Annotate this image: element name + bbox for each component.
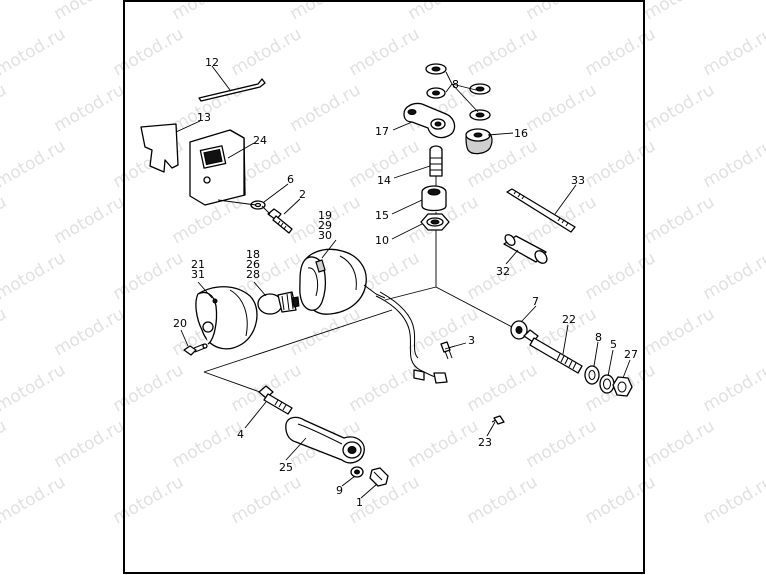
- callout-27: 27: [624, 348, 638, 361]
- watermark-text: motod.ru: [641, 192, 719, 248]
- callout-14: 14: [377, 174, 391, 187]
- callout-25: 25: [279, 461, 293, 474]
- part-bracket-plate: [140, 123, 179, 173]
- watermark-text: motod.ru: [51, 192, 129, 248]
- watermark-text: motod.ru: [0, 248, 69, 304]
- watermark-text: motod.ru: [0, 0, 10, 24]
- watermark-text: motod.ru: [700, 248, 766, 304]
- part-pivot-bolt: [523, 329, 583, 374]
- part-washer-7: [510, 320, 528, 340]
- part-clip: [491, 415, 505, 425]
- callout-9: 9: [336, 484, 343, 497]
- part-hex-nut-27: [612, 376, 633, 397]
- watermark-text: motod.ru: [700, 136, 766, 192]
- callout-8-lower: 8: [595, 331, 602, 344]
- watermark-text: motod.ru: [0, 24, 69, 80]
- part-sleeve-nut: [421, 185, 447, 212]
- part-washer-5: [599, 374, 615, 394]
- callout-24: 24: [253, 134, 267, 147]
- callout-labels: 12 13 24 6 2 19 29 30 18 26 28 21 31 20 …: [173, 56, 638, 509]
- diagram-frame: [123, 0, 645, 574]
- callout-5: 5: [610, 338, 617, 351]
- callout-28: 28: [246, 268, 260, 281]
- callout-7: 7: [532, 295, 539, 308]
- watermark-text: motod.ru: [700, 472, 766, 528]
- callout-leaders: [175, 65, 631, 499]
- part-washer-9: [350, 466, 364, 478]
- part-hex-nut-10: [420, 213, 450, 231]
- part-cap-nut: [465, 128, 493, 155]
- watermark-text: motod.ru: [700, 360, 766, 416]
- part-stud: [429, 145, 443, 177]
- watermark-text: motod.ru: [51, 80, 129, 136]
- part-module: [189, 129, 246, 206]
- callout-21: 21: [191, 258, 205, 271]
- callout-2: 2: [299, 188, 306, 201]
- watermark-text: motod.ru: [0, 416, 10, 472]
- callout-15: 15: [375, 209, 389, 222]
- callout-17: 17: [375, 125, 389, 138]
- callout-1: 1: [356, 496, 363, 509]
- part-cable-tie: [198, 78, 266, 102]
- callout-3: 3: [468, 334, 475, 347]
- watermark-text: motod.ru: [0, 192, 10, 248]
- part-bolt-1: [369, 467, 389, 487]
- callout-16: 16: [514, 127, 528, 140]
- callout-30: 30: [318, 229, 332, 242]
- watermark-text: motod.ru: [0, 360, 69, 416]
- callout-26: 26: [246, 258, 260, 271]
- callout-22: 22: [562, 313, 576, 326]
- callout-8-top: 8: [452, 78, 459, 91]
- part-screw-3: [440, 341, 453, 360]
- watermark-text: motod.ru: [0, 472, 69, 528]
- part-long-bolt: [258, 385, 293, 415]
- part-bolt-2: [267, 208, 293, 234]
- callout-4: 4: [237, 428, 244, 441]
- callout-13: 13: [197, 111, 211, 124]
- watermark-text: motod.ru: [51, 304, 129, 360]
- part-link-plate: [403, 102, 456, 139]
- watermark-text: motod.ru: [0, 136, 69, 192]
- part-bulb: [257, 291, 300, 315]
- part-lens-cap: [195, 286, 258, 350]
- part-mounting-arm: [285, 416, 365, 464]
- callout-33: 33: [571, 174, 585, 187]
- callout-32: 32: [496, 265, 510, 278]
- watermark-text: motod.ru: [51, 0, 129, 24]
- watermark-text: motod.ru: [641, 304, 719, 360]
- callout-20: 20: [173, 317, 187, 330]
- callout-18: 18: [246, 248, 260, 261]
- watermark-text: motod.ru: [641, 80, 719, 136]
- watermark-text: motod.ru: [641, 0, 719, 24]
- part-spacer: [503, 234, 548, 264]
- watermark-text: motod.ru: [51, 416, 129, 472]
- callout-10: 10: [375, 234, 389, 247]
- part-lamp-housing: [299, 248, 386, 315]
- callout-19: 19: [318, 209, 332, 222]
- callout-29: 29: [318, 219, 332, 232]
- watermark-text: motod.ru: [0, 304, 10, 360]
- part-washer-stack: [425, 63, 491, 121]
- watermark-text: motod.ru: [641, 416, 719, 472]
- callout-6: 6: [287, 173, 294, 186]
- callout-12: 12: [205, 56, 219, 69]
- assembly-lines: [203, 176, 513, 393]
- watermark-text: motod.ru: [700, 24, 766, 80]
- watermark-text: motod.ru: [0, 80, 10, 136]
- part-threaded-rod: [506, 188, 576, 233]
- part-lock-washer: [584, 365, 600, 385]
- part-wire-harness: [375, 291, 448, 384]
- callout-23: 23: [478, 436, 492, 449]
- part-screw-20: [183, 343, 208, 356]
- callout-31: 31: [191, 268, 205, 281]
